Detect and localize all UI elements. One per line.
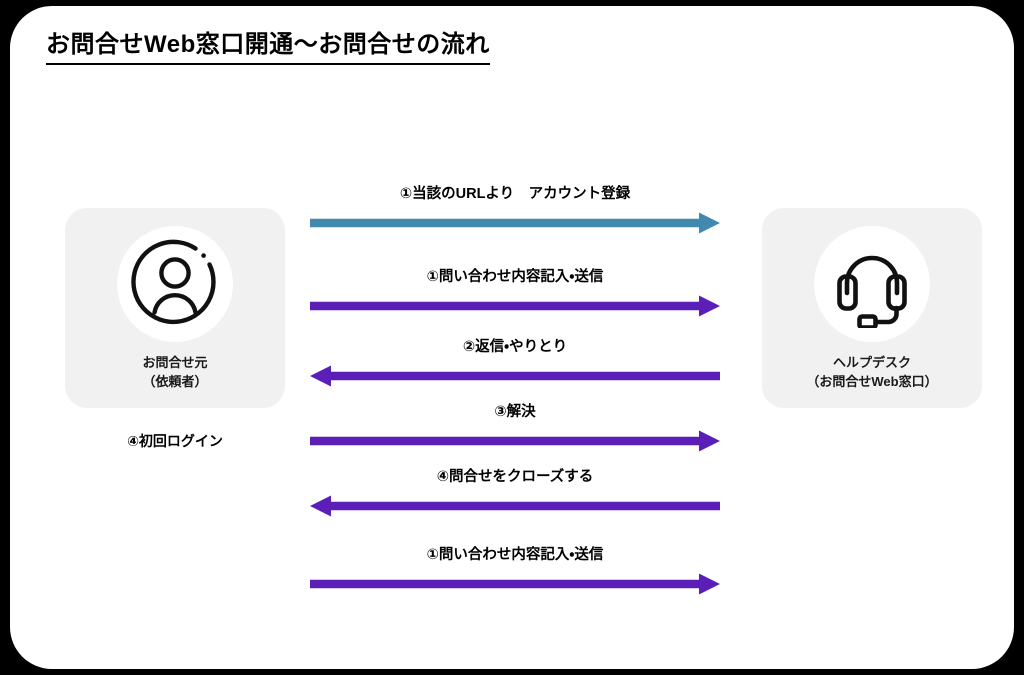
flow-step-6-arrow bbox=[310, 573, 720, 595]
flow-step-5-arrow bbox=[310, 495, 720, 517]
flow-step-3: ②返信・やりとり bbox=[310, 339, 720, 397]
page-title: お問合せWeb窓口開通〜お問合せの流れ bbox=[46, 30, 490, 65]
actor-helpdesk-label: ヘルプデスク （お問合せWeb窓口） bbox=[806, 354, 937, 392]
actor-helpdesk-label-line2: （お問合せWeb窓口） bbox=[806, 373, 938, 389]
flow-step-1-label: ①当該のURLより アカウント登録 bbox=[399, 186, 631, 202]
actor-helpdesk-icon-background bbox=[814, 226, 930, 342]
actor-requester-label-line1: お問合せ元 bbox=[142, 355, 208, 370]
first-login-note: ④初回ログイン bbox=[127, 433, 223, 449]
actor-requester: お問合せ元 （依頼者） bbox=[65, 208, 285, 408]
actor-helpdesk-label-line1: ヘルプデスク bbox=[832, 355, 911, 370]
flow-step-6-label: ①問い合わせ内容記入・送信 bbox=[426, 547, 604, 563]
flow-step-3-label: ②返信・やりとり bbox=[462, 339, 568, 355]
actor-requester-label: お問合せ元 （依頼者） bbox=[142, 354, 207, 392]
flow-step-4-arrow bbox=[310, 430, 720, 452]
slide-card: お問合せWeb窓口開通〜お問合せの流れ お問合せ元 bbox=[10, 6, 1014, 669]
flow-step-4: ③解決 bbox=[310, 404, 720, 462]
flow-step-6: ①問い合わせ内容記入・送信 bbox=[310, 547, 720, 605]
user-circle-icon bbox=[129, 236, 221, 333]
flow-step-2: ①問い合わせ内容記入・送信 bbox=[310, 269, 720, 327]
flow-step-4-label: ③解決 bbox=[494, 404, 536, 420]
actor-requester-label-line2: （依頼者） bbox=[142, 373, 208, 389]
flow-step-5: ④問合せをクローズする bbox=[310, 469, 720, 527]
actor-helpdesk: ヘルプデスク （お問合せWeb窓口） bbox=[762, 208, 982, 408]
flow-step-2-label: ①問い合わせ内容記入・送信 bbox=[426, 269, 604, 285]
flow-step-2-arrow bbox=[310, 295, 720, 317]
flow-step-1: ①当該のURLより アカウント登録 bbox=[310, 186, 720, 244]
actor-requester-icon-background bbox=[117, 226, 233, 342]
flow-step-1-arrow bbox=[310, 212, 720, 234]
flow-step-3-arrow bbox=[310, 365, 720, 387]
flow-step-5-label: ④問合せをクローズする bbox=[436, 469, 594, 485]
headset-icon bbox=[826, 236, 918, 333]
